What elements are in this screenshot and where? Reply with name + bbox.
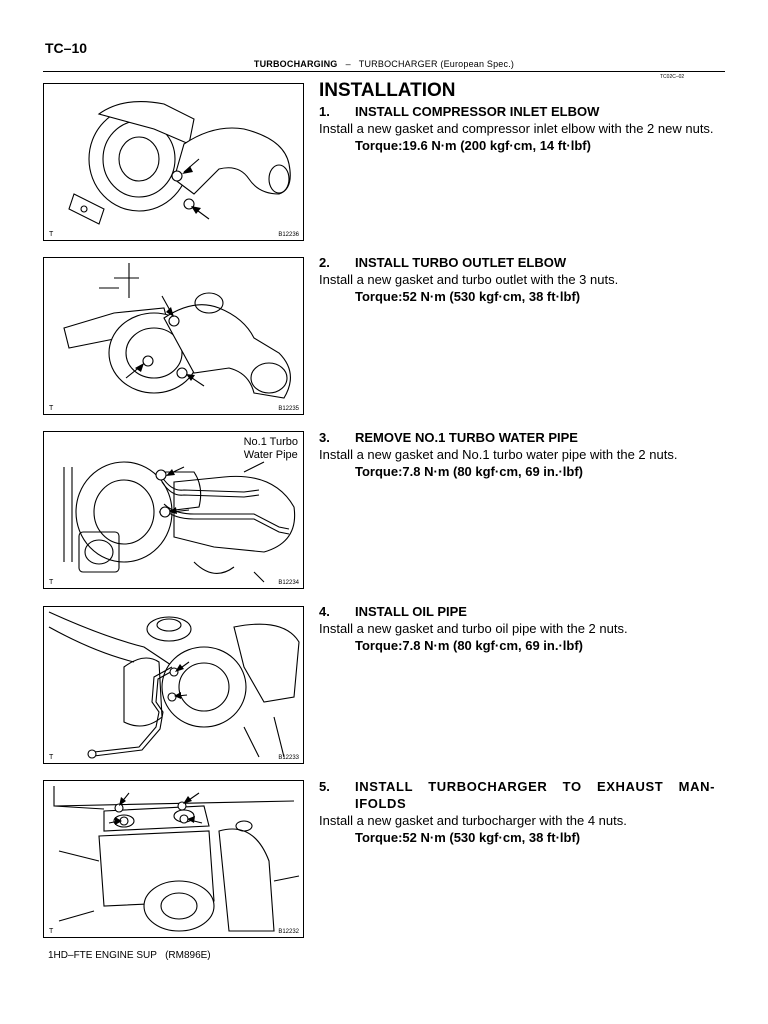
- figure-t-mark: T: [49, 579, 54, 586]
- figure-turbo-outlet-elbow: T B12235: [43, 257, 304, 415]
- step-title-text: REMOVE NO.1 TURBO WATER PIPE: [355, 430, 578, 445]
- step-number: 5.: [319, 779, 330, 794]
- figure-t-mark: T: [49, 928, 54, 935]
- step-title-text: INSTALL TURBO OUTLET ELBOW: [355, 255, 567, 270]
- step-title-text: INSTALL OIL PIPE: [355, 604, 467, 619]
- figure-no1-turbo-water-pipe: No.1 Turbo Water Pipe T B12234: [43, 431, 304, 589]
- callout-line-2: Water Pipe: [243, 449, 298, 461]
- figure-code: B12233: [278, 755, 299, 761]
- step-number: 1.: [319, 104, 330, 119]
- torque-spec: Torque:19.6 N·m (200 kgf·cm, 14 ft·lbf): [355, 138, 591, 153]
- step-5: 5. INSTALL TURBOCHARGER TO EXHAUST MAN-I…: [319, 778, 715, 846]
- turbocharger-illustration-4: [48, 611, 300, 759]
- section-heading: INSTALLATION: [319, 80, 456, 101]
- callout-line-1: No.1 Turbo: [243, 436, 298, 448]
- reference-code: TC02C–02: [660, 74, 685, 80]
- torque-spec: Torque:52 N·m (530 kgf·cm, 38 ft·lbf): [355, 830, 581, 845]
- step-body: Install a new gasket and turbo oil pipe …: [319, 621, 628, 636]
- step-title: 2. INSTALL TURBO OUTLET ELBOW: [319, 254, 715, 271]
- header-subsection: TURBOCHARGER (European Spec.): [358, 59, 515, 69]
- figure-code: B12234: [278, 580, 299, 586]
- step-number: 3.: [319, 430, 330, 445]
- step-title-text: INSTALL TURBOCHARGER TO EXHAUST MAN-IFOL…: [355, 779, 715, 811]
- figure-t-mark: T: [49, 754, 54, 761]
- step-body: Install a new gasket and compressor inle…: [319, 121, 714, 136]
- step-title: 4. INSTALL OIL PIPE: [319, 603, 715, 620]
- step-number: 2.: [319, 255, 330, 270]
- turbocharger-illustration-3: [63, 461, 296, 583]
- turbocharger-illustration-2: [63, 263, 291, 399]
- turbocharger-illustration-1: [68, 101, 291, 225]
- torque-spec: Torque:7.8 N·m (80 kgf·cm, 69 in.·lbf): [355, 464, 584, 479]
- figure-code: B12232: [278, 929, 299, 935]
- page-number: TC–10: [45, 40, 88, 56]
- turbocharger-illustration-5: [53, 786, 300, 932]
- figure-code: B12235: [278, 406, 299, 412]
- figure-compressor-inlet-elbow: T B12236: [43, 83, 304, 241]
- torque-spec: Torque:52 N·m (530 kgf·cm, 38 ft·lbf): [355, 289, 581, 304]
- figure-t-mark: T: [49, 231, 54, 238]
- step-body: Install a new gasket and turbocharger wi…: [319, 813, 627, 828]
- running-header: TURBOCHARGING – TURBOCHARGER (European S…: [0, 59, 768, 69]
- figure-turbocharger-to-exhaust-manifolds: T B12232: [43, 780, 304, 938]
- torque-spec: Torque:7.8 N·m (80 kgf·cm, 69 in.·lbf): [355, 638, 584, 653]
- header-section: TURBOCHARGING: [253, 59, 338, 69]
- figure-t-mark: T: [49, 405, 54, 412]
- figure-code: B12236: [278, 232, 299, 238]
- step-title: 1. INSTALL COMPRESSOR INLET ELBOW: [319, 103, 715, 120]
- footer-manual-id: 1HD–FTE ENGINE SUP (RM896E): [48, 950, 211, 961]
- step-title: 5. INSTALL TURBOCHARGER TO EXHAUST MAN-I…: [319, 778, 715, 812]
- header-rule: [43, 71, 725, 72]
- figure-oil-pipe: T B12233: [43, 606, 304, 764]
- step-4: 4. INSTALL OIL PIPE Install a new gasket…: [319, 603, 715, 654]
- step-3: 3. REMOVE NO.1 TURBO WATER PIPE Install …: [319, 429, 715, 480]
- figure-callout-label: No.1 Turbo Water Pipe: [244, 436, 298, 462]
- step-number: 4.: [319, 604, 330, 619]
- step-1: 1. INSTALL COMPRESSOR INLET ELBOW Instal…: [319, 103, 715, 154]
- step-title-text: INSTALL COMPRESSOR INLET ELBOW: [355, 104, 600, 119]
- step-title: 3. REMOVE NO.1 TURBO WATER PIPE: [319, 429, 715, 446]
- step-body: Install a new gasket and No.1 turbo wate…: [319, 447, 678, 462]
- step-body: Install a new gasket and turbo outlet wi…: [319, 272, 619, 287]
- step-2: 2. INSTALL TURBO OUTLET ELBOW Install a …: [319, 254, 715, 305]
- header-separator: –: [345, 59, 351, 69]
